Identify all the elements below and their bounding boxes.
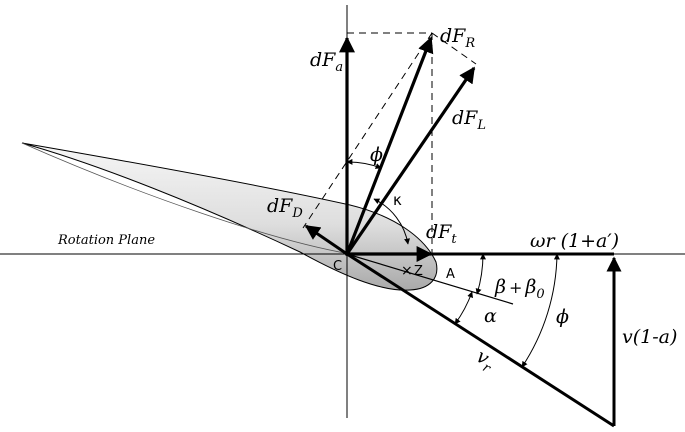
dFL-arrow	[345, 66, 476, 255]
phi-top-arc	[346, 158, 382, 169]
dFR-label: dFR	[440, 25, 475, 51]
dFD-arrow	[304, 224, 348, 256]
kappa-arc	[373, 198, 411, 245]
alpha-arc	[454, 291, 473, 325]
phi-right-label: ϕ	[556, 306, 569, 328]
phi-right-arc	[521, 253, 560, 368]
chord-line	[346, 253, 514, 305]
v-one-minus-a-label: v(1-a)	[622, 326, 677, 348]
dFR-arrow	[345, 36, 434, 255]
point-C-dot	[345, 252, 349, 256]
rotation-plane-label: Rotation Plane	[57, 233, 155, 248]
point-C-label: C	[333, 259, 342, 274]
point-A-label: A	[446, 267, 455, 282]
point-Z-label: Z	[414, 264, 423, 279]
dFL-label: dFL	[452, 107, 486, 133]
phi-top-label: ϕ	[370, 144, 383, 166]
point-Z-cross: ×	[401, 263, 413, 279]
dFD-label: dFD	[267, 195, 303, 221]
dashed-construction	[302, 32, 477, 254]
omega-r-label: ωr (1+a′)	[530, 230, 619, 252]
kappa-label: κ	[393, 191, 402, 209]
dFa-label: dFa	[310, 49, 343, 75]
dFt-label: dFt	[426, 221, 457, 247]
beta-arc	[475, 253, 487, 295]
alpha-label: α	[484, 305, 497, 327]
beta-beta0-label: β+β0	[494, 276, 545, 302]
